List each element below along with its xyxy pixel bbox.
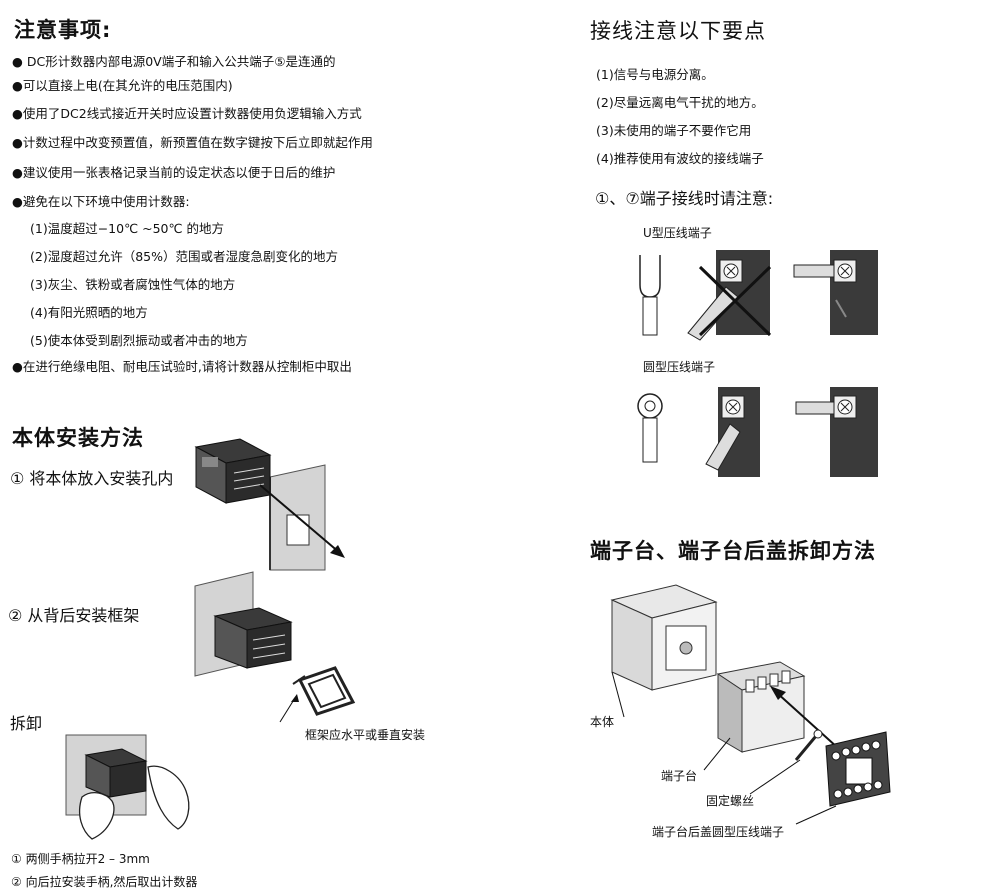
notes-title: 注意事项: <box>14 18 112 42</box>
terminal-remove-title: 端子台、端子台后盖拆卸方法 <box>590 539 876 563</box>
label-fixing-screw: 固定螺丝 <box>706 794 755 808</box>
env-item-4: (4)有阳光照晒的地方 <box>30 305 148 320</box>
wiring-title: 接线注意以下要点 <box>590 19 766 43</box>
label-body: 本体 <box>590 715 615 729</box>
env-item-3: (3)灰尘、铁粉或者腐蚀性气体的地方 <box>30 277 236 292</box>
wiring-item-2: (2)尽量远离电气干扰的地方。 <box>596 95 764 110</box>
wiring-item-1: (1)信号与电源分离。 <box>596 67 714 82</box>
removal-illustration <box>65 734 190 840</box>
install-illustration-2 <box>194 571 356 723</box>
note-7: ●在进行绝缘电阻、耐电压试验时,请将计数器从控制柜中取出 <box>12 359 352 374</box>
ring-terminal-label: 圆型压线端子 <box>643 360 716 374</box>
wiring-item-4: (4)推荐使用有波纹的接线端子 <box>596 151 764 166</box>
install-title: 本体安装方法 <box>12 426 144 450</box>
note-5: ●建议使用一张表格记录当前的设定状态以便于日后的维护 <box>12 165 336 180</box>
label-back-cover: 端子台后盖圆型压线端子 <box>652 825 785 839</box>
ring-terminal-illustration <box>637 387 878 477</box>
note-3: ●使用了DC2线式接近开关时应设置计数器使用负逻辑输入方式 <box>12 106 362 121</box>
note-4: ●计数过程中改变预置值，新预置值在数字键按下后立即就起作用 <box>12 135 373 150</box>
install-step-2: ② 从背后安装框架 <box>8 606 140 625</box>
note-2: ●可以直接上电(在其允许的电压范围内) <box>12 78 233 93</box>
env-item-2: (2)湿度超过允许（85%）范围或者湿度急剧变化的地方 <box>30 249 338 264</box>
u-terminal-label: U型压线端子 <box>643 226 712 240</box>
env-item-1: (1)温度超过−10℃ ~50℃ 的地方 <box>30 221 224 236</box>
remove-step-1: ① 两侧手柄拉开2 – 3mm <box>11 852 150 866</box>
install-illustration-1 <box>194 438 345 571</box>
u-terminal-illustration <box>639 250 878 341</box>
wiring-item-3: (3)未使用的端子不要作它用 <box>596 123 752 138</box>
install-step-1: ① 将本体放入安装孔内 <box>10 469 174 488</box>
env-item-5: (5)使本体受到剧烈振动或者冲击的地方 <box>30 333 248 348</box>
label-terminal-block: 端子台 <box>661 769 698 783</box>
remove-title: 拆卸 <box>10 714 43 733</box>
note-1: ● DC形计数器内部电源0V端子和输入公共端子⑤是连通的 <box>12 54 336 69</box>
note-6: ●避免在以下环境中使用计数器: <box>12 194 190 209</box>
frame-note: 框架应水平或垂直安装 <box>305 728 426 742</box>
terminal-title: ①、⑦端子接线时请注意: <box>595 189 774 208</box>
remove-step-2: ② 向后拉安装手柄,然后取出计数器 <box>11 875 198 889</box>
terminal-disassembly-illustration <box>610 584 891 825</box>
